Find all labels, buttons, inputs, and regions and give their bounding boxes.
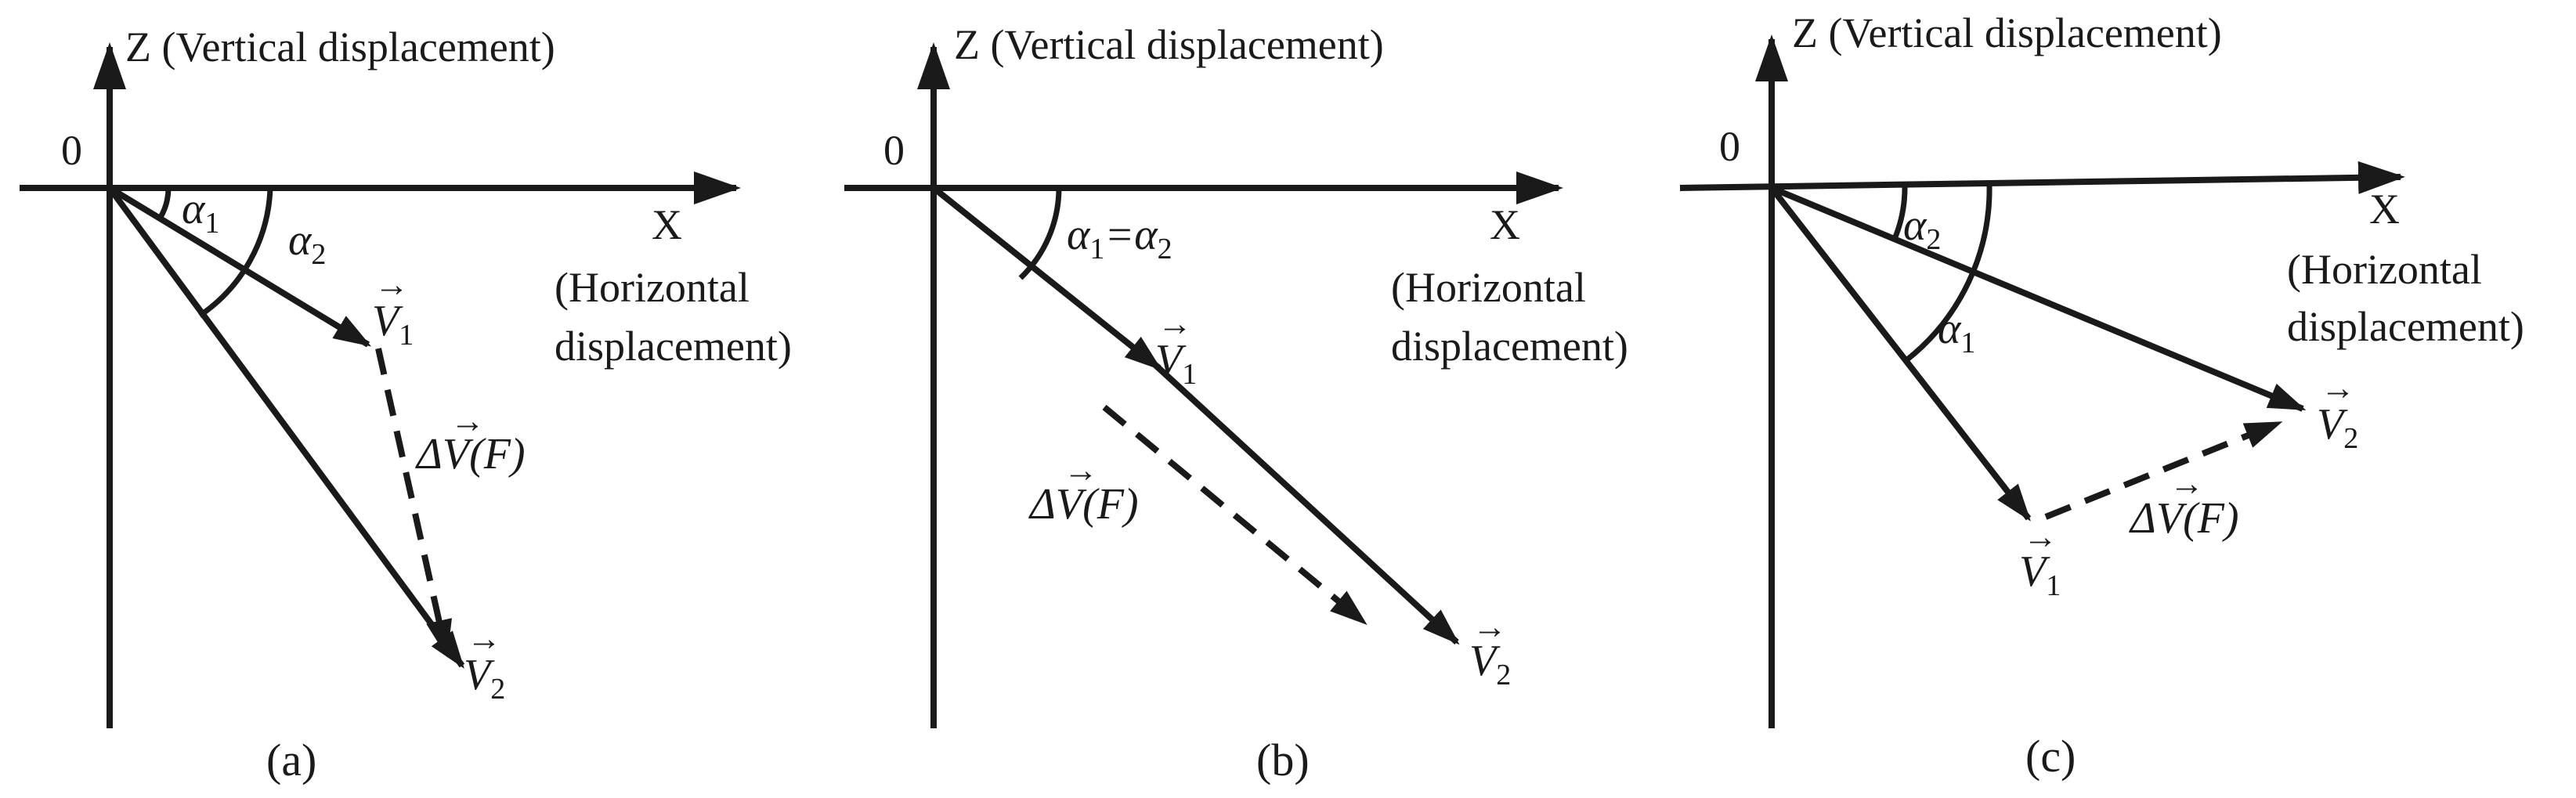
x-axis-label: X — [2369, 186, 2400, 233]
alpha2-label: α2 — [288, 216, 326, 271]
alpha1-arc — [1904, 184, 1993, 363]
x-axis-sublabel-2: displacement) — [555, 323, 792, 370]
panel-caption: (a) — [266, 735, 316, 785]
v1-arrow-accent: → — [1158, 305, 1192, 343]
v2-label: V2 — [464, 651, 505, 706]
alpha2-arc — [198, 187, 273, 318]
alpha-arc — [1018, 187, 1062, 280]
panel-a: Z (Vertical displacement) 0 X (Horizonta… — [20, 23, 792, 785]
x-axis-sublabel-1: (Horizontal — [2287, 246, 2482, 293]
z-axis-label: Z (Vertical displacement) — [954, 21, 1384, 68]
panel-caption: (b) — [1256, 735, 1310, 785]
alpha-equal-label: α1=α2 — [1067, 211, 1172, 265]
z-axis-label: Z (Vertical displacement) — [125, 23, 555, 70]
panel-c: Z (Vertical displacement) 0 X (Horizonta… — [1679, 9, 2524, 782]
alpha1-label: α1 — [1938, 305, 1975, 359]
vector-v2 — [107, 186, 465, 669]
delta-v-arrow-accent: → — [2170, 464, 2204, 503]
x-axis-label: X — [652, 201, 682, 248]
delta-v-label: ΔV(F) — [1028, 480, 1139, 529]
alpha2-arc — [1891, 186, 1908, 240]
panel-caption: (c) — [2025, 731, 2076, 782]
delta-v-arrow-accent: → — [1064, 451, 1098, 489]
v1-arrow-accent: → — [2023, 518, 2058, 556]
v1-label: V1 — [2019, 547, 2061, 602]
x-axis — [1679, 161, 2405, 194]
origin-label: 0 — [883, 127, 905, 174]
v1-arrow-accent: → — [374, 265, 409, 304]
x-axis-sublabel-2: displacement) — [1391, 323, 1628, 370]
vector-v2 — [1153, 363, 1460, 645]
delta-v-vector — [375, 348, 452, 658]
alpha1-arc — [157, 187, 172, 220]
alpha2-label: α2 — [1903, 201, 1941, 256]
v2-arrow-accent: → — [2321, 369, 2355, 407]
v1-label: V1 — [372, 297, 414, 352]
v2-label: V2 — [2317, 400, 2358, 455]
vector-v1 — [107, 185, 372, 348]
vector-v2 — [1770, 185, 2307, 412]
v2-arrow-accent: → — [467, 619, 501, 658]
x-axis-label: X — [1490, 201, 1520, 248]
delta-v-vector — [1102, 404, 1367, 626]
delta-v-arrow-accent: → — [450, 402, 485, 440]
vector-v1 — [1769, 186, 2032, 522]
delta-v-label: ΔV(F) — [415, 430, 526, 478]
x-axis-sublabel-2: displacement) — [2287, 303, 2524, 350]
z-axis-label: Z (Vertical displacement) — [1792, 9, 2222, 56]
origin-label: 0 — [1719, 123, 1740, 170]
origin-label: 0 — [61, 127, 82, 174]
x-axis-sublabel-1: (Horizontal — [555, 264, 750, 311]
alpha1-label: α1 — [182, 185, 219, 240]
x-axis-sublabel-1: (Horizontal — [1391, 264, 1586, 311]
v2-arrow-accent: → — [1472, 608, 1507, 646]
delta-v-label: ΔV(F) — [2129, 494, 2239, 543]
panel-b: Z (Vertical displacement) 0 X (Horizonta… — [844, 21, 1628, 785]
v1-label: V1 — [1155, 336, 1197, 391]
vector-v1 — [931, 185, 1162, 371]
v2-label: V2 — [1469, 637, 1511, 691]
